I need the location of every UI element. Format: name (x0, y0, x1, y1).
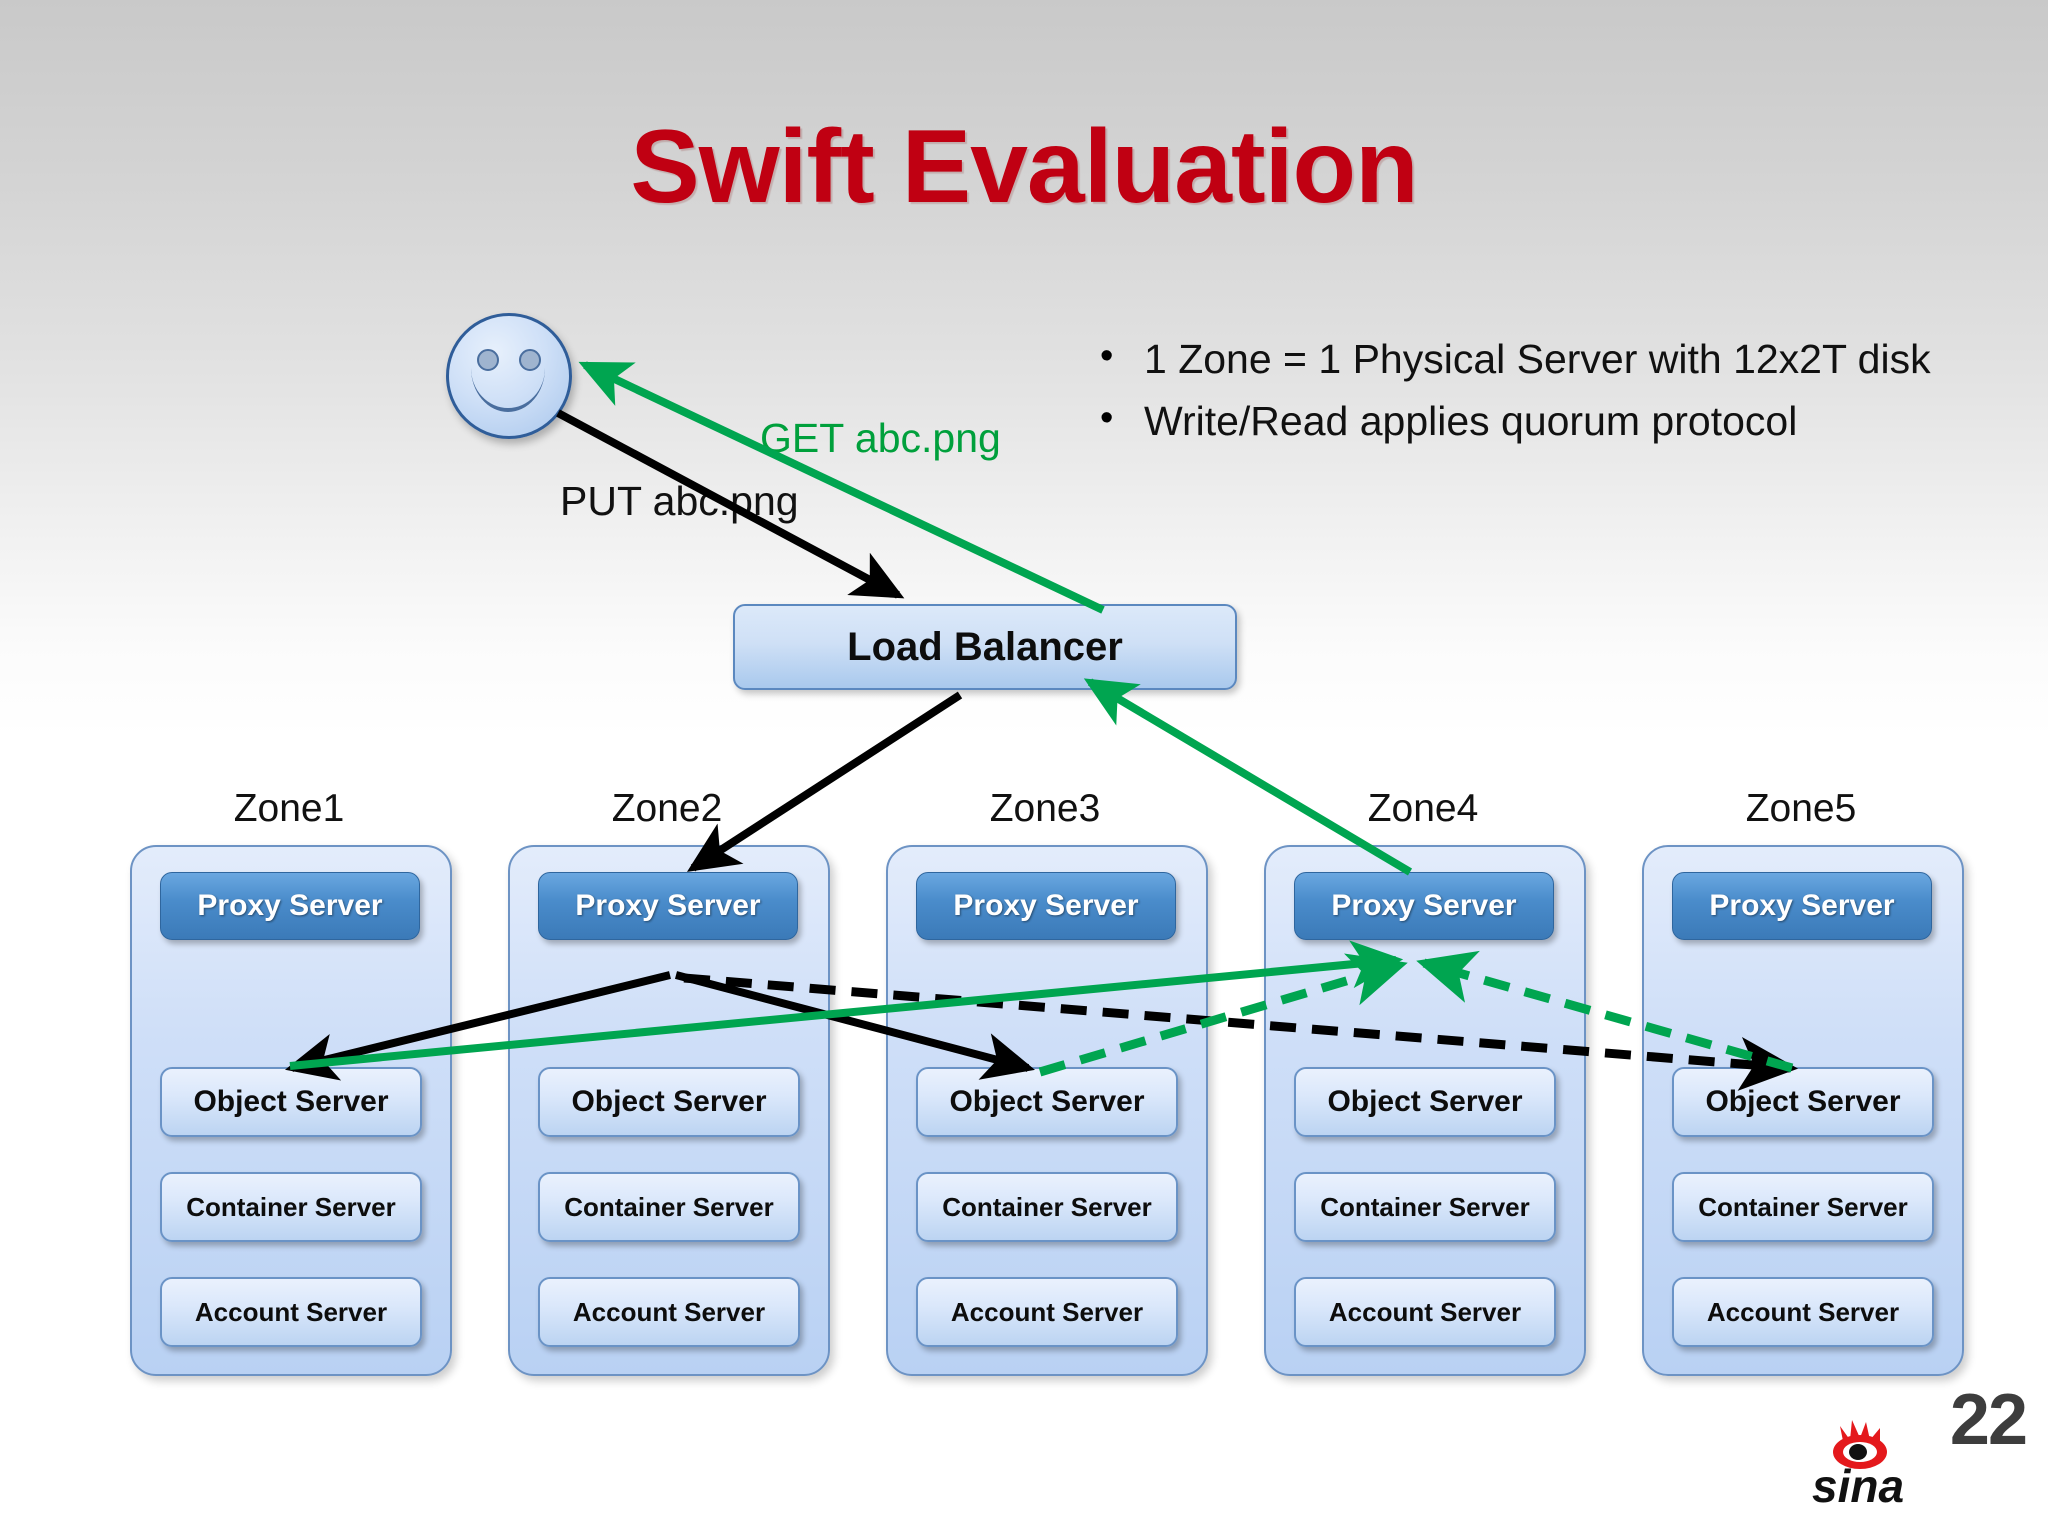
arrow-object1-to-proxy4 (289, 940, 1404, 1070)
smiley-mouth-icon (471, 368, 545, 412)
arrow-proxy2-to-object5 (683, 973, 1799, 1091)
list-item: • Write/Read applies quorum protocol (1100, 396, 2020, 445)
object-server-node-5[interactable]: Object Server (1672, 1067, 1934, 1137)
zone-label-3: Zone3 (989, 787, 1101, 830)
arrow-proxy4-to-lb (1083, 678, 1413, 876)
account-server-node-5[interactable]: Account Server (1672, 1277, 1934, 1347)
load-balancer-node[interactable]: Load Balancer (733, 604, 1237, 690)
container-server-node-3[interactable]: Container Server (916, 1172, 1178, 1242)
object-server-node-2[interactable]: Object Server (538, 1067, 800, 1137)
object-server-node-4[interactable]: Object Server (1294, 1067, 1556, 1137)
zone-label-4: Zone4 (1367, 787, 1479, 830)
account-server-node-3[interactable]: Account Server (916, 1277, 1178, 1347)
zone-label-1: Zone1 (233, 787, 345, 830)
get-request-label: GET abc.png (760, 415, 1001, 461)
account-server-node-1[interactable]: Account Server (160, 1277, 422, 1347)
object-server-node-1[interactable]: Object Server (160, 1067, 422, 1137)
container-server-node-4[interactable]: Container Server (1294, 1172, 1556, 1242)
account-server-node-4[interactable]: Account Server (1294, 1277, 1556, 1347)
container-server-node-2[interactable]: Container Server (538, 1172, 800, 1242)
proxy-server-node-2[interactable]: Proxy Server (538, 872, 798, 940)
bullet-list: • 1 Zone = 1 Physical Server with 12x2T … (1100, 335, 2020, 461)
sina-wordmark: sina (1812, 1460, 1904, 1512)
zone-label-5: Zone5 (1745, 787, 1857, 830)
page-title: Swift Evaluation (630, 109, 1418, 225)
bullet-text: 1 Zone = 1 Physical Server with 12x2T di… (1144, 336, 1931, 382)
object-server-node-3[interactable]: Object Server (916, 1067, 1178, 1137)
list-item: • 1 Zone = 1 Physical Server with 12x2T … (1100, 335, 2020, 383)
bullet-marker-icon: • (1100, 335, 1114, 377)
zone-panel-4: Proxy Server Object Server Container Ser… (1264, 845, 1586, 1376)
arrow-lb-to-proxy2 (686, 691, 963, 872)
zone-panel-5: Proxy Server Object Server Container Ser… (1642, 845, 1964, 1376)
client-smiley-icon (446, 313, 572, 439)
zone-panel-3: Proxy Server Object Server Container Ser… (886, 845, 1208, 1376)
zone-label-2: Zone2 (611, 787, 723, 830)
proxy-server-node-3[interactable]: Proxy Server (916, 872, 1176, 940)
proxy-server-node-1[interactable]: Proxy Server (160, 872, 420, 940)
page-number: 22 (1949, 1380, 2028, 1460)
proxy-server-node-5[interactable]: Proxy Server (1672, 872, 1932, 940)
zone-panel-1: Proxy Server Object Server Container Ser… (130, 845, 452, 1376)
bullet-text: Write/Read applies quorum protocol (1144, 397, 1798, 444)
container-server-node-1[interactable]: Container Server (160, 1172, 422, 1242)
proxy-server-node-4[interactable]: Proxy Server (1294, 872, 1554, 940)
sina-flame-eye-icon (1833, 1420, 1887, 1469)
sina-logo: sina (1812, 1420, 1904, 1512)
bullet-marker-icon: • (1100, 396, 1114, 439)
container-server-node-5[interactable]: Container Server (1672, 1172, 1934, 1242)
account-server-node-2[interactable]: Account Server (538, 1277, 800, 1347)
put-request-label: PUT abc.png (560, 478, 799, 524)
zone-panel-2: Proxy Server Object Server Container Ser… (508, 845, 830, 1376)
